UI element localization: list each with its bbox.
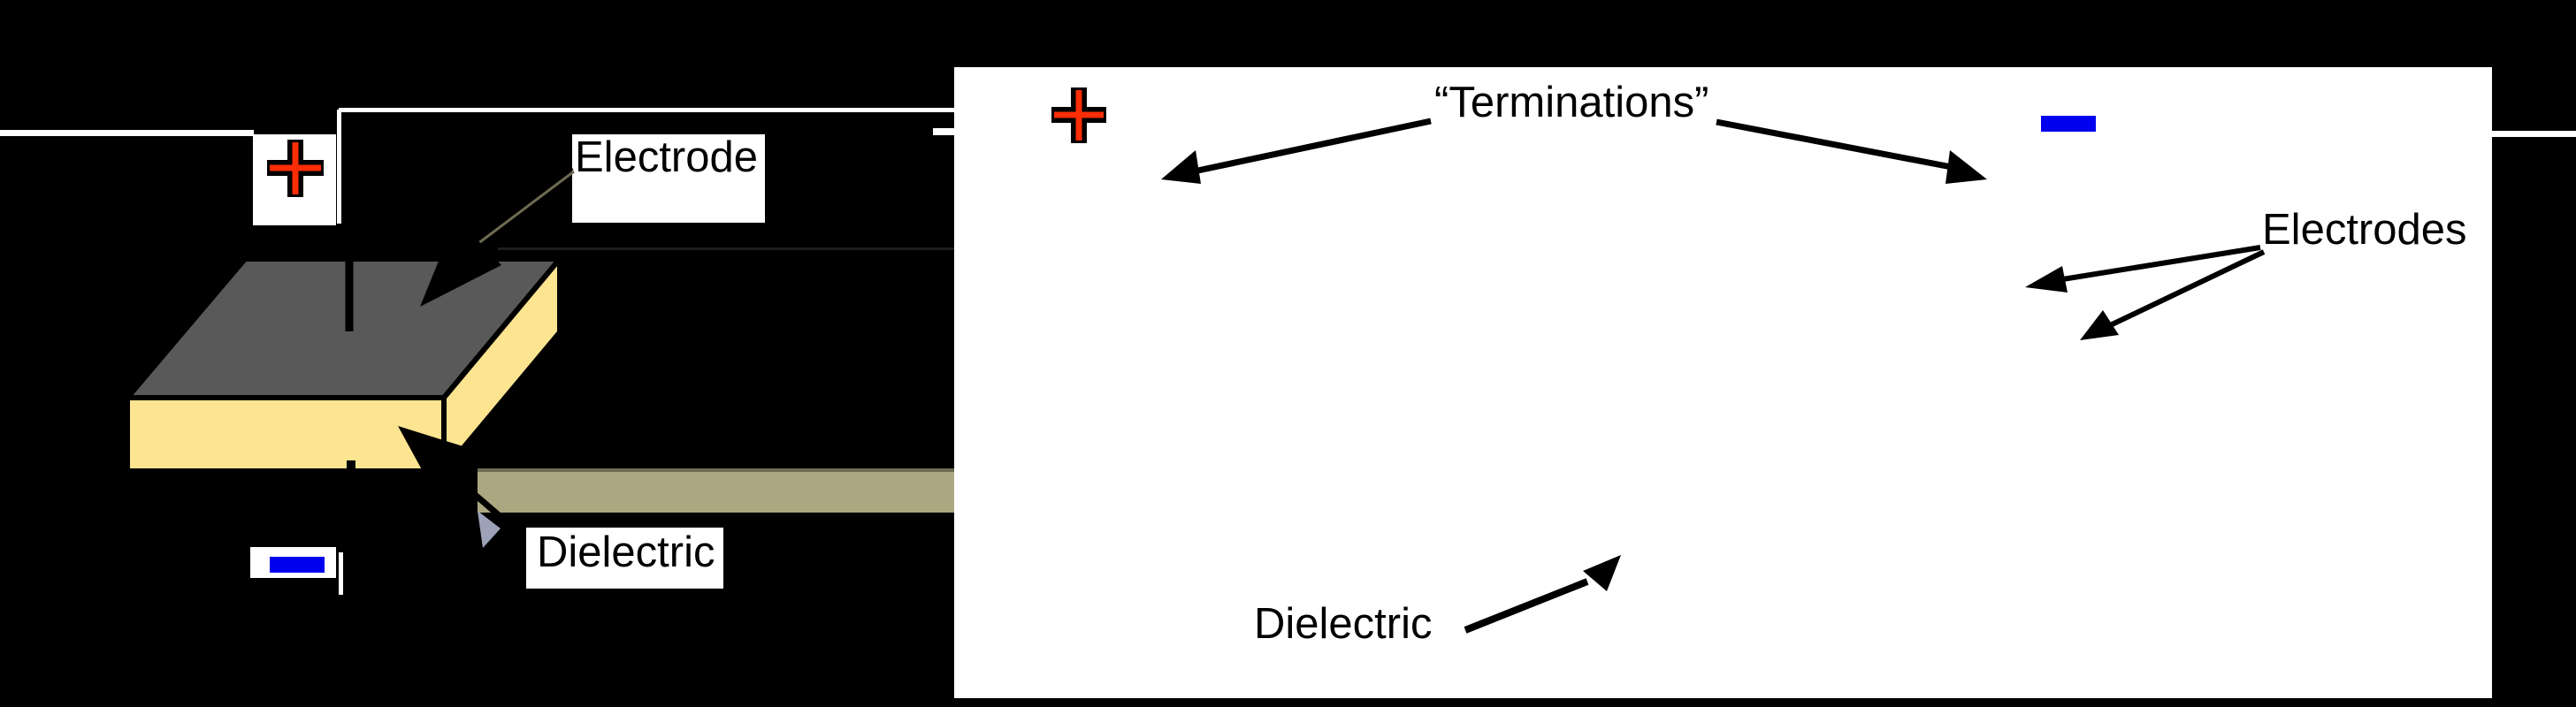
- minus-icon: [2041, 116, 2096, 132]
- terminations-label: “Terminations”: [1434, 79, 1709, 126]
- wire-segment: [0, 130, 254, 136]
- chip-front-face: [125, 395, 447, 474]
- chip-3d: [121, 251, 566, 479]
- electrodes-label: Electrodes: [2262, 206, 2467, 254]
- minus-icon: [270, 557, 325, 573]
- chip-top-face: [121, 256, 566, 400]
- wire-segment: [337, 110, 341, 224]
- plus-label-box: [253, 134, 336, 225]
- dielectric-label-panel: Dielectric: [1254, 600, 1433, 648]
- wire-segment: [339, 552, 343, 595]
- electrode-label: Electrode: [575, 133, 759, 181]
- electrode-arrow: [420, 165, 575, 307]
- wire-segment: [339, 108, 954, 112]
- cross-section-panel: [954, 67, 2492, 698]
- substrate-band: [478, 468, 954, 513]
- wire-segment: [933, 128, 954, 135]
- electrode-label-box: [572, 134, 765, 223]
- dielectric-label-left: Dielectric: [537, 528, 715, 576]
- wire-segment-faint: [498, 247, 954, 250]
- dielectric-label-box: [526, 528, 723, 589]
- chip-side-face: [441, 251, 562, 479]
- wire-segment: [2492, 131, 2576, 137]
